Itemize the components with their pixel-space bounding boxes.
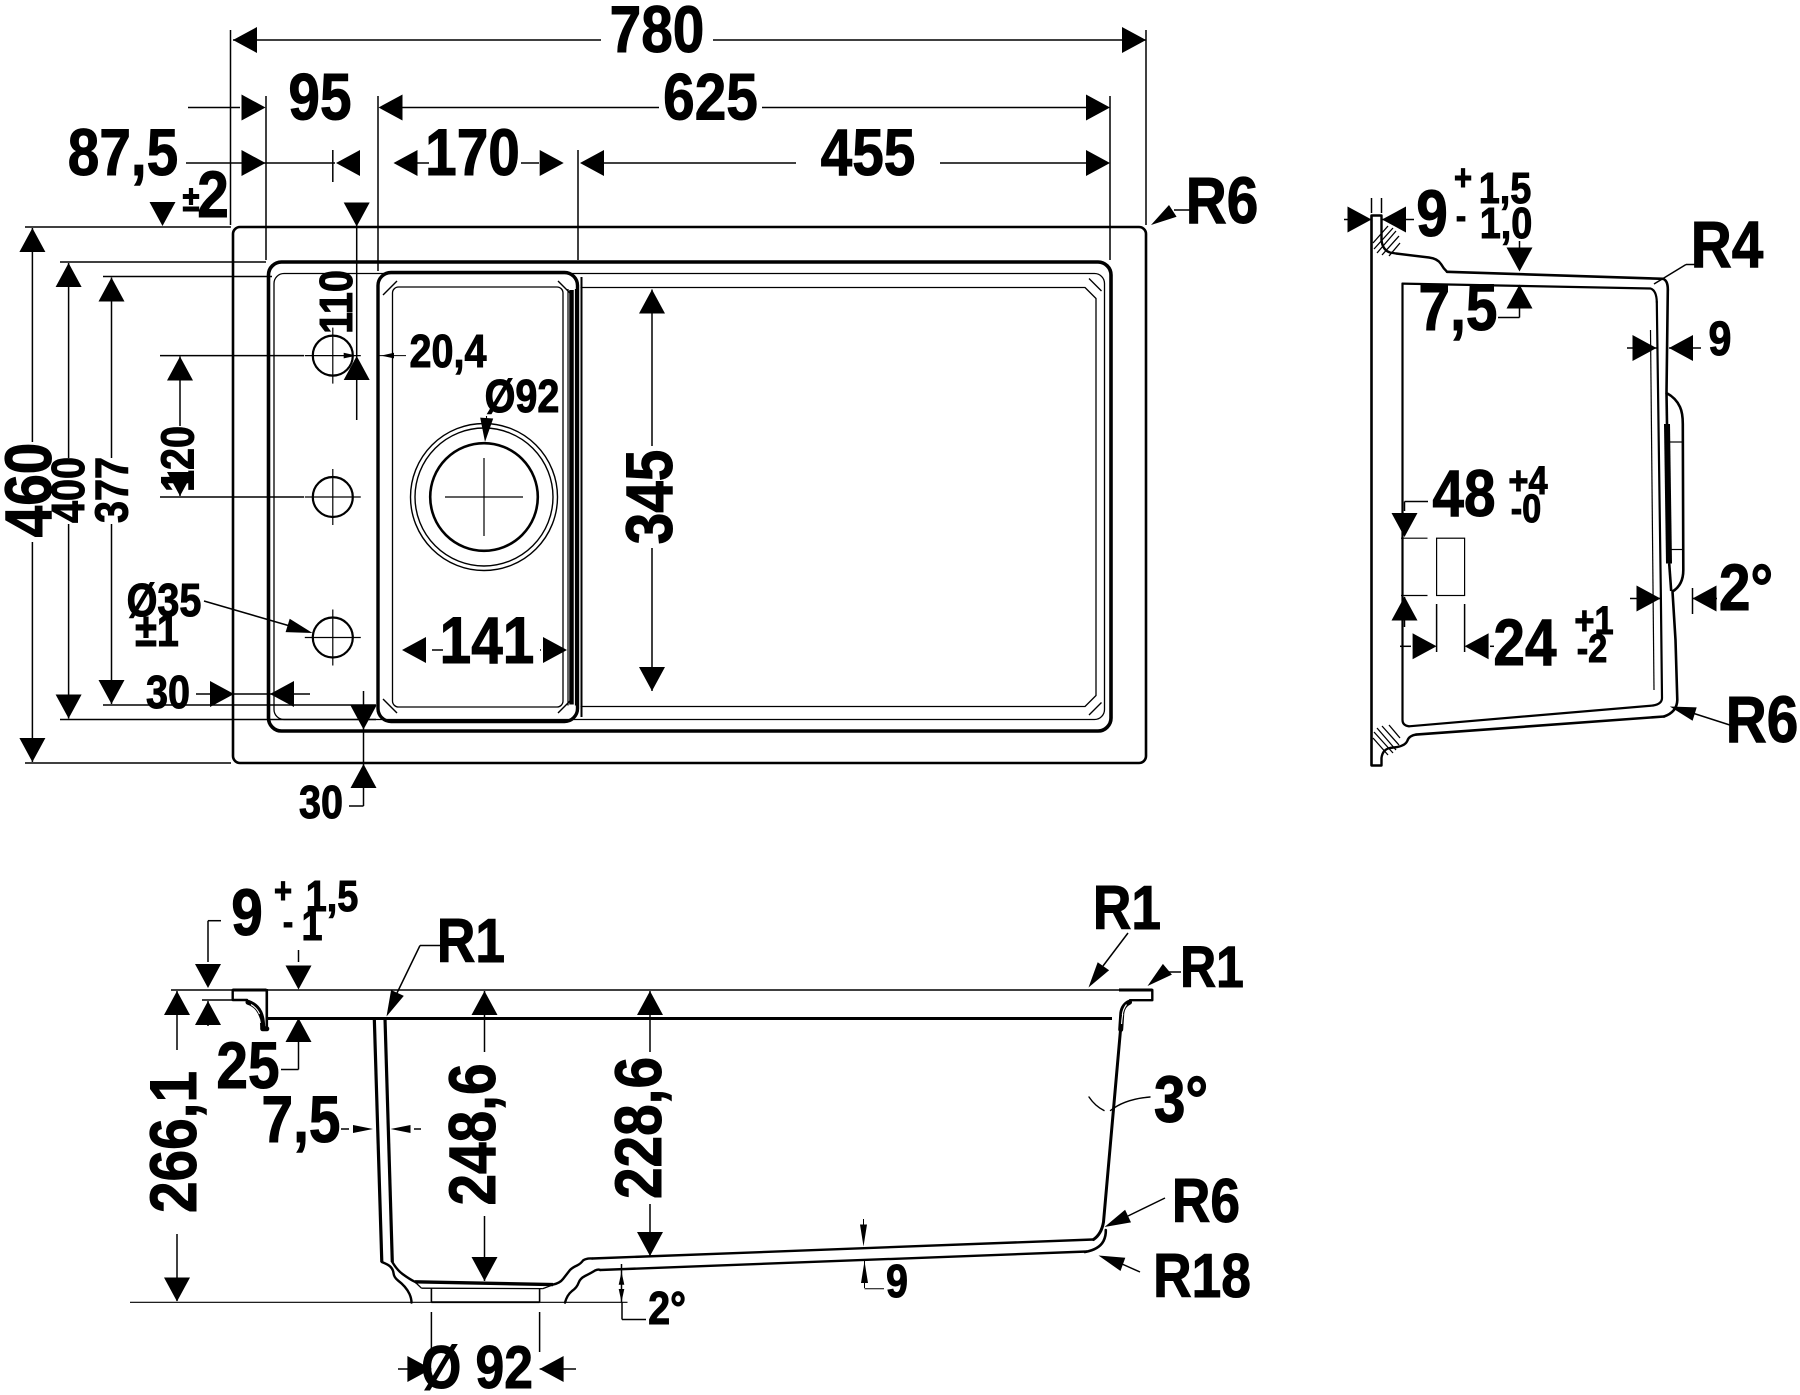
svg-text:95: 95 [288,61,351,135]
svg-text:24: 24 [1493,606,1556,680]
svg-text:R1: R1 [437,907,505,976]
svg-text:R18: R18 [1153,1242,1251,1311]
svg-text:3°: 3° [1154,1063,1208,1137]
svg-text:625: 625 [663,61,758,135]
svg-text:248,6: 248,6 [436,1063,510,1205]
svg-text:+1: +1 [1574,598,1613,643]
svg-text:R6: R6 [1172,1167,1240,1236]
svg-text:2: 2 [197,158,229,232]
svg-text:9: 9 [886,1256,908,1307]
svg-text:7,5: 7,5 [262,1083,341,1157]
svg-text:-2: -2 [1577,626,1608,671]
svg-text:R1: R1 [1093,874,1161,943]
svg-text:25: 25 [216,1029,279,1103]
svg-text:266,1: 266,1 [137,1071,211,1213]
svg-text:228,6: 228,6 [602,1057,676,1199]
svg-text:1,0: 1,0 [1480,198,1533,247]
svg-text:455: 455 [821,116,916,190]
svg-text:9: 9 [1416,177,1448,251]
svg-text:377: 377 [87,457,138,523]
svg-text:R6: R6 [1726,683,1799,757]
svg-text:780: 780 [610,0,705,67]
svg-text:141: 141 [440,604,535,678]
svg-text:Ø 92: Ø 92 [421,1333,533,1395]
svg-text:1: 1 [301,900,322,949]
svg-text:1,5: 1,5 [1479,163,1532,212]
svg-text:110: 110 [311,270,362,334]
svg-text:20,4: 20,4 [410,326,487,377]
svg-text:87,5: 87,5 [68,116,178,190]
svg-text:170: 170 [425,116,520,190]
svg-text:R1: R1 [1180,936,1244,1000]
svg-text:R4: R4 [1691,208,1764,282]
svg-text:+4: +4 [1508,458,1547,503]
svg-text:30: 30 [146,667,190,718]
svg-text:Ø92: Ø92 [485,371,560,422]
svg-text:Ø35: Ø35 [127,575,202,626]
svg-text:±: ± [183,180,200,220]
svg-text:9: 9 [1709,312,1732,366]
svg-text:-: - [1456,197,1466,237]
svg-text:±1: ±1 [135,605,179,656]
svg-text:7,5: 7,5 [1419,271,1498,345]
svg-text:1,5: 1,5 [306,871,359,920]
svg-text:30: 30 [299,777,343,828]
svg-text:120: 120 [153,426,204,492]
svg-text:2°: 2° [1719,551,1773,625]
svg-text:-0: -0 [1511,486,1542,531]
svg-text:2°: 2° [648,1283,686,1334]
svg-text:345: 345 [613,450,687,545]
svg-text:-: - [283,903,293,943]
svg-text:+: + [1454,159,1472,199]
svg-text:400: 400 [43,457,94,523]
svg-text:9: 9 [231,876,263,950]
svg-text:R6: R6 [1186,164,1259,238]
svg-text:48: 48 [1432,457,1495,531]
svg-text:460: 460 [0,443,66,538]
svg-text:+: + [274,872,292,912]
